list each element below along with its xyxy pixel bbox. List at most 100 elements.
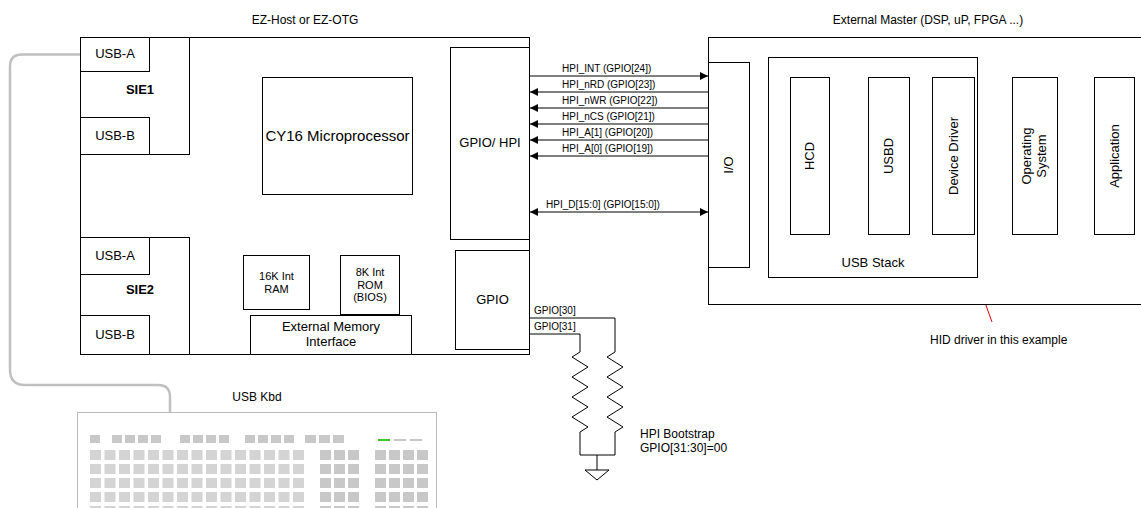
keyboard-key: [245, 435, 255, 443]
node-label: HCD: [803, 142, 818, 170]
keyboard-key: [235, 506, 246, 508]
keyboard-key: [305, 435, 316, 443]
keyboard-key: [177, 464, 188, 474]
keyboard-key: [284, 435, 294, 443]
memory-box: 8K Int ROM (BIOS): [340, 255, 400, 315]
signal-arrow: [530, 156, 708, 157]
keyboard-key: [293, 478, 304, 488]
keyboard-key: [389, 450, 400, 460]
keyboard-key: [206, 435, 216, 443]
keyboard-key: [264, 478, 275, 488]
signal-name: HPI_INT (GPIO[24]): [562, 63, 651, 75]
keyboard-key: [293, 464, 304, 474]
node-label: USB Kbd: [18, 391, 496, 405]
keyboard-key: [105, 492, 116, 502]
keyboard-keys: [90, 435, 428, 508]
keyboard-key: [410, 439, 422, 441]
keyboard-key: [320, 506, 331, 508]
keyboard-key: [134, 478, 145, 488]
keyboard-key: [394, 439, 406, 441]
keyboard-key: [151, 435, 161, 443]
master-box: External Master (DSP, uP, FPGA ...)I/OUS…: [708, 37, 1141, 305]
keyboard-key: [177, 506, 188, 508]
keyboard-key: [192, 450, 203, 460]
io-box: I/O: [708, 62, 750, 268]
signal-arrow: [530, 124, 708, 125]
wire: [530, 334, 580, 352]
keyboard-key: [334, 492, 345, 502]
keyboard-key: [403, 492, 414, 502]
keyboard-key: [235, 464, 246, 474]
keyboard-key: [375, 492, 386, 502]
keyboard-key: [192, 506, 203, 508]
keyboard-key: [403, 464, 414, 474]
node-label: External Master (DSP, uP, FPGA ...): [649, 14, 1141, 28]
keyboard-key: [134, 492, 145, 502]
keyboard-key: [148, 478, 159, 488]
keyboard-key: [221, 506, 232, 508]
keyboard-key: [264, 506, 275, 508]
keyboard-key: [206, 450, 217, 460]
memory-interface-box: External Memory Interface: [250, 315, 412, 355]
node-label: 16K Int RAM: [254, 270, 299, 295]
node-label: Device Driver: [946, 117, 961, 195]
keyboard-key: [235, 492, 246, 502]
keyboard-key: [235, 478, 246, 488]
stack-box: USB StackHCDUSBDDevice Driver: [768, 57, 978, 278]
keyboard-key: [105, 506, 116, 508]
keyboard-key: [177, 492, 188, 502]
keyboard-key: [348, 506, 359, 508]
keyboard-key: [235, 450, 246, 460]
keyboard-key: [180, 435, 190, 443]
keyboard-key: [264, 450, 275, 460]
node-label: USB-A: [95, 47, 135, 62]
keyboard-key: [403, 506, 414, 508]
keyboard-key: [193, 435, 203, 443]
node-label: CY16 Microprocessor: [265, 127, 409, 144]
keyboard-key: [320, 464, 331, 474]
keyboard-key: [333, 435, 344, 443]
keyboard-key: [320, 492, 331, 502]
keyboard-key: [417, 450, 428, 460]
keyboard-key: [293, 492, 304, 502]
node-label: GPIO/ HPI: [459, 136, 520, 151]
layer-box: Operating System: [1012, 77, 1058, 235]
node-label: USB-B: [95, 328, 135, 343]
node-label: I/O: [722, 156, 737, 173]
keyboard-key: [264, 464, 275, 474]
sie-block: SIE2USB-AUSB-B: [80, 237, 190, 355]
keyboard-key: [163, 464, 174, 474]
node-label: USB-A: [95, 249, 135, 264]
usb-port: USB-B: [80, 315, 150, 355]
keyboard-key: [403, 450, 414, 460]
keyboard-key: [334, 450, 345, 460]
keyboard-key: [250, 506, 261, 508]
keyboard-key: [279, 464, 290, 474]
keyboard-key: [378, 439, 390, 441]
keyboard-key: [403, 478, 414, 488]
keyboard-key: [192, 492, 203, 502]
keyboard-key: [119, 464, 130, 474]
keyboard-key: [138, 435, 148, 443]
keyboard-key: [250, 478, 261, 488]
signal-name: HPI_nWR (GPIO[22]): [562, 95, 658, 107]
layer-box: Application: [1094, 77, 1135, 235]
keyboard-key: [163, 492, 174, 502]
keyboard-key: [163, 450, 174, 460]
usb-port: USB-B: [80, 117, 150, 155]
keyboard-key: [119, 492, 130, 502]
keyboard-key: [375, 506, 386, 508]
sie-block: SIE1USB-AUSB-B: [80, 37, 190, 155]
keyboard-key: [90, 478, 101, 488]
keyboard-key: [163, 506, 174, 508]
keyboard-key: [348, 478, 359, 488]
keyboard-key: [319, 435, 330, 443]
keyboard-key: [192, 464, 203, 474]
keyboard-key: [192, 478, 203, 488]
node-label: Application: [1107, 124, 1122, 188]
keyboard-key: [375, 450, 386, 460]
gpio-box: GPIO: [455, 250, 530, 350]
keyboard-key: [293, 506, 304, 508]
bootstrap-circuit: [530, 318, 623, 480]
